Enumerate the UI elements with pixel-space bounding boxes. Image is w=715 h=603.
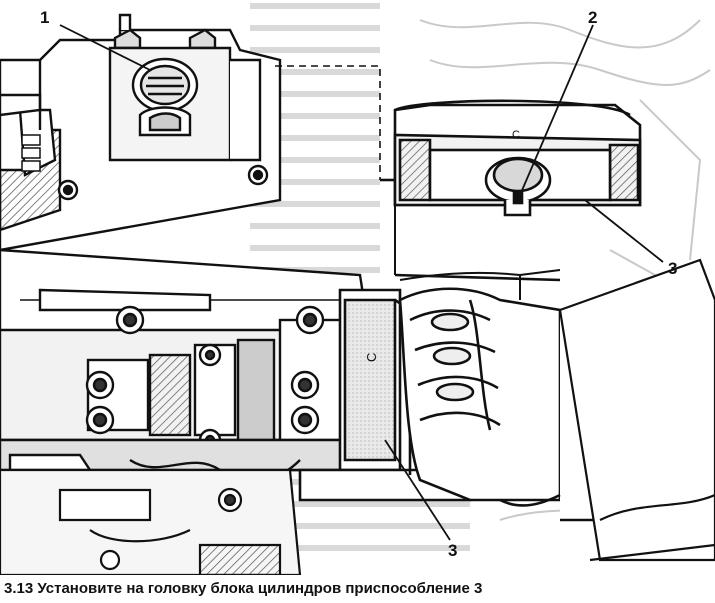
figure-caption: 3.13 Установите на головку блока цилиндр… xyxy=(4,578,712,600)
callout-leaders xyxy=(59,24,664,541)
cylinder-head xyxy=(0,248,372,483)
caption-number: 3.13 xyxy=(4,580,34,597)
tool-marking-top: C xyxy=(512,129,520,141)
illustration-svg: 1 2 3 3 C C xyxy=(0,3,715,575)
inset-tool-closeup xyxy=(380,99,642,282)
tool-marking-side: C xyxy=(364,353,379,362)
callout-3-upper: 3 xyxy=(668,259,677,278)
forearm xyxy=(558,258,715,562)
front-cover-assembly xyxy=(0,13,282,252)
gear-teeth xyxy=(21,134,41,172)
tool-3-mounted xyxy=(298,288,472,502)
callout-3-lower: 3 xyxy=(448,541,457,560)
caption-text: Установите на головку блока цилиндров пр… xyxy=(37,580,483,597)
callout-2: 2 xyxy=(588,8,597,27)
lower-block xyxy=(0,468,302,575)
technical-illustration: 1 2 3 3 C C xyxy=(0,3,715,575)
callout-labels: 1 2 3 3 C C xyxy=(40,8,677,560)
dashed-leader xyxy=(275,65,381,180)
callout-1: 1 xyxy=(40,8,49,27)
